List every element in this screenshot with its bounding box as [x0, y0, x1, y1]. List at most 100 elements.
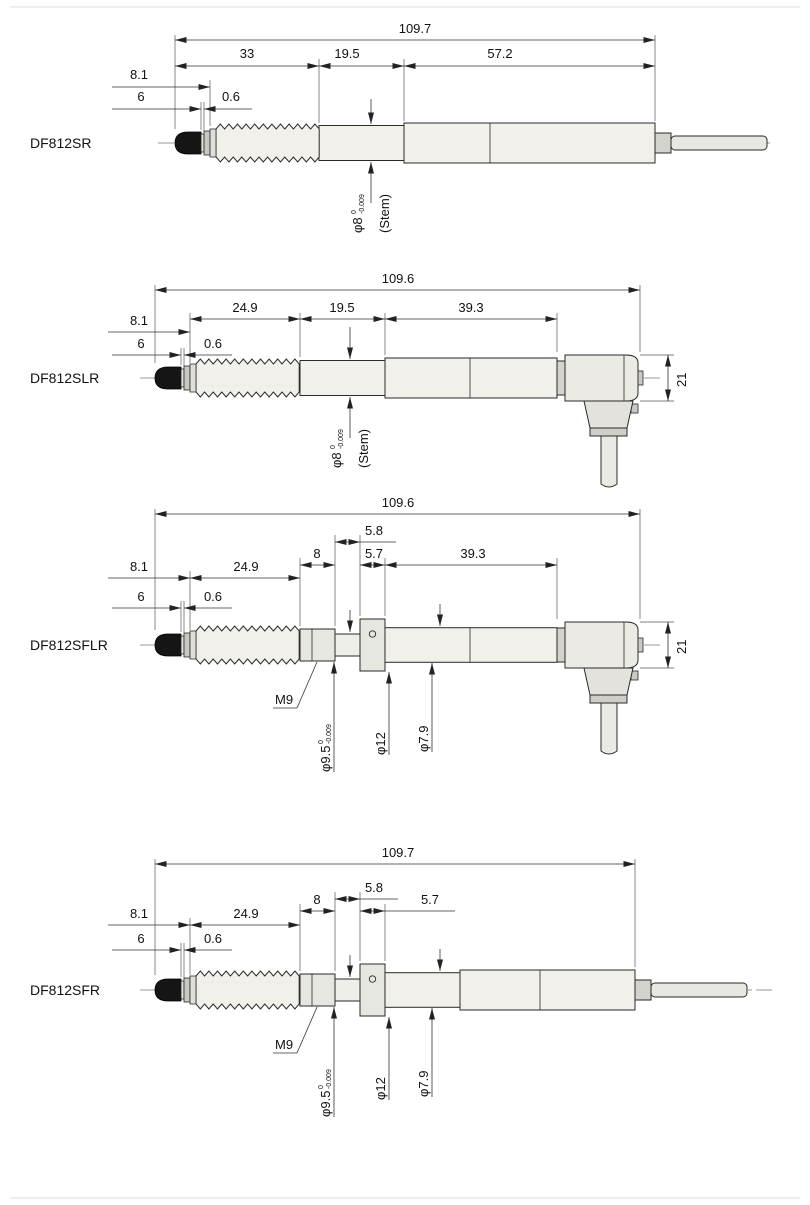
- bush-tol-lower: -0.009: [326, 1069, 333, 1089]
- dim-overall: 109.7: [399, 21, 432, 36]
- dim-front-assy: 8.1: [130, 559, 148, 574]
- dim-body: 39.3: [460, 546, 485, 561]
- bush-dia-label: φ9.5: [318, 1090, 333, 1117]
- neck: [334, 978, 361, 1002]
- stem-tol-lower: -0.009: [359, 194, 366, 214]
- stem-tol-upper: 0: [330, 445, 337, 449]
- dim-overall: 109.7: [382, 845, 415, 860]
- flange-dia-label: φ12: [373, 732, 388, 755]
- dim-front-assy: 8.1: [130, 67, 148, 82]
- contact-tip: [154, 975, 197, 1005]
- probe-outline: [140, 963, 772, 1017]
- dim-neck: 5.8: [365, 880, 383, 895]
- dim-seg-b: 19.5: [329, 300, 354, 315]
- dim-neck: 5.8: [365, 523, 383, 538]
- dim-flange: 5.7: [365, 546, 383, 561]
- connector-height-label: 21: [674, 640, 689, 654]
- stem2-dia-label: φ7.9: [416, 725, 431, 752]
- neck: [334, 633, 361, 657]
- dim-washer: 0.6: [222, 89, 240, 104]
- dim-seg-a: 33: [240, 46, 254, 61]
- dim-tip-length: 6: [137, 589, 144, 604]
- dimension-lines: [108, 509, 674, 772]
- bush-tol-lower: -0.009: [326, 724, 333, 744]
- drawing-df812sfr: DF812SFR: [30, 845, 772, 1117]
- bush-tol-upper: 0: [318, 740, 325, 744]
- thread-size-label: M9: [275, 692, 293, 707]
- body-barrel: [459, 969, 636, 1011]
- dimension-texts: 109.6 5.8 8 5.7 39.3 24.9 8.1 6 0.6 M9 φ…: [130, 495, 689, 772]
- stem-dia-label: φ8: [350, 217, 365, 233]
- right-angle-connector: [556, 354, 644, 488]
- dim-front-section: 24.9: [233, 559, 258, 574]
- dimension-lines: [112, 35, 656, 203]
- stem-tube: [318, 125, 405, 161]
- bush-tol-upper: 0: [318, 1085, 325, 1089]
- contact-tip: [154, 363, 197, 393]
- stem-tol-lower: -0.009: [338, 429, 345, 449]
- thread-section: [215, 123, 320, 163]
- right-angle-connector: [556, 621, 644, 755]
- dim-overall: 109.6: [382, 271, 415, 286]
- stem-tube: [384, 627, 558, 663]
- clamp-flange: [359, 963, 386, 1017]
- stem2-dia-label: φ7.9: [416, 1070, 431, 1097]
- m9-bush: [299, 973, 336, 1007]
- bush-dia-label: φ9.5: [318, 745, 333, 772]
- contact-tip: [154, 630, 197, 660]
- drawing-df812slr: DF812SLR: [30, 271, 689, 488]
- dimension-texts: 109.7 5.8 8 5.7 24.9 8.1 6 0.6 M9 φ9.5 0…: [130, 845, 439, 1117]
- flange-dia-label: φ12: [373, 1077, 388, 1100]
- thread-section: [195, 358, 300, 398]
- dim-tip-length: 6: [137, 89, 144, 104]
- cable: [654, 132, 768, 154]
- contact-tip: [174, 128, 217, 158]
- set-screw-hole: [368, 630, 377, 638]
- dim-bush: 8: [313, 546, 320, 561]
- clamp-flange: [359, 618, 386, 672]
- stem-name-label: (Stem): [356, 429, 371, 468]
- dim-washer: 0.6: [204, 589, 222, 604]
- connector-height-label: 21: [674, 373, 689, 387]
- thread-section: [195, 970, 300, 1010]
- drawing-df812sflr: DF812SFLR: [30, 495, 689, 772]
- probe-outline: [140, 354, 660, 488]
- probe-outline: [140, 618, 660, 755]
- dim-seg-a: 24.9: [232, 300, 257, 315]
- stem-tol-upper: 0: [351, 210, 358, 214]
- dim-bush: 8: [313, 892, 320, 907]
- dim-seg-c: 57.2: [487, 46, 512, 61]
- dim-tip-length: 6: [137, 336, 144, 351]
- dim-washer: 0.6: [204, 336, 222, 351]
- dim-front-section: 24.9: [233, 906, 258, 921]
- set-screw-hole: [368, 975, 377, 983]
- dim-washer: 0.6: [204, 931, 222, 946]
- thread-size-label: M9: [275, 1037, 293, 1052]
- thread-section: [195, 625, 300, 665]
- dim-overall: 109.6: [382, 495, 415, 510]
- cable: [634, 979, 748, 1001]
- dim-seg-c: 39.3: [458, 300, 483, 315]
- probe-outline: [158, 122, 772, 164]
- stem-tube: [384, 972, 461, 1008]
- m9-bush: [299, 628, 336, 662]
- stem-dia-label: φ8: [329, 452, 344, 468]
- stem-name-label: (Stem): [377, 194, 392, 233]
- body-barrel: [384, 357, 558, 399]
- dim-front-assy: 8.1: [130, 313, 148, 328]
- stem-tube: [299, 360, 386, 396]
- drawing-df812sr: DF812SR: [30, 21, 772, 233]
- dimension-lines: [108, 285, 674, 438]
- body-barrel: [403, 122, 656, 164]
- dim-seg-b: 19.5: [334, 46, 359, 61]
- dimension-texts: 109.7 33 19.5 57.2 8.1 6 0.6 φ8 0 -0.009…: [130, 21, 513, 233]
- model-label: DF812SFLR: [30, 637, 108, 653]
- model-label: DF812SFR: [30, 982, 100, 998]
- dim-tip-length: 6: [137, 931, 144, 946]
- dim-front-assy: 8.1: [130, 906, 148, 921]
- model-label: DF812SR: [30, 135, 91, 151]
- dimension-lines: [108, 859, 636, 1117]
- model-label: DF812SLR: [30, 370, 99, 386]
